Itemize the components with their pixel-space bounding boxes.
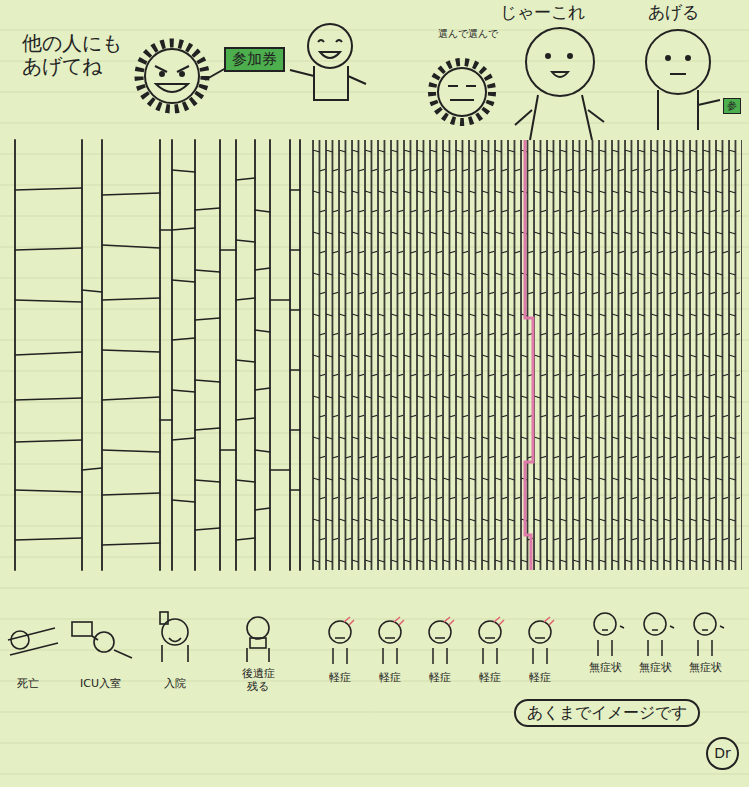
speech-text: 選んで選んで	[438, 28, 498, 40]
node-text: あくまでイメージです	[527, 704, 687, 722]
speech-text: 他の人にもあげてね	[22, 32, 130, 78]
speech-text: あげる	[648, 3, 699, 23]
outcome-label: 無症状	[689, 662, 722, 675]
outcome-label: 死亡	[17, 678, 39, 691]
node-text: 参	[727, 100, 737, 112]
doctor-face: Dr	[706, 737, 739, 770]
node-text: 参加券	[232, 51, 277, 68]
outcome-label: ICU入室	[80, 678, 121, 691]
outcome-label: 軽症	[429, 672, 451, 685]
outcome-label: 無症状	[589, 662, 622, 675]
outcome-label: 軽症	[379, 672, 401, 685]
outcome-label: 後遺症残る	[240, 668, 276, 693]
node-text: Dr	[714, 745, 731, 761]
speech-bubble: あくまでイメージです	[514, 699, 700, 727]
ticket: 参加券	[224, 47, 285, 72]
ticket-tag: 参	[723, 98, 741, 114]
speech-text: じゃーこれ	[500, 3, 585, 23]
outcome-label: 軽症	[329, 672, 351, 685]
outcome-label: 軽症	[529, 672, 551, 685]
outcome-label: 軽症	[479, 672, 501, 685]
outcome-label: 入院	[164, 678, 186, 691]
outcome-label: 無症状	[639, 662, 672, 675]
